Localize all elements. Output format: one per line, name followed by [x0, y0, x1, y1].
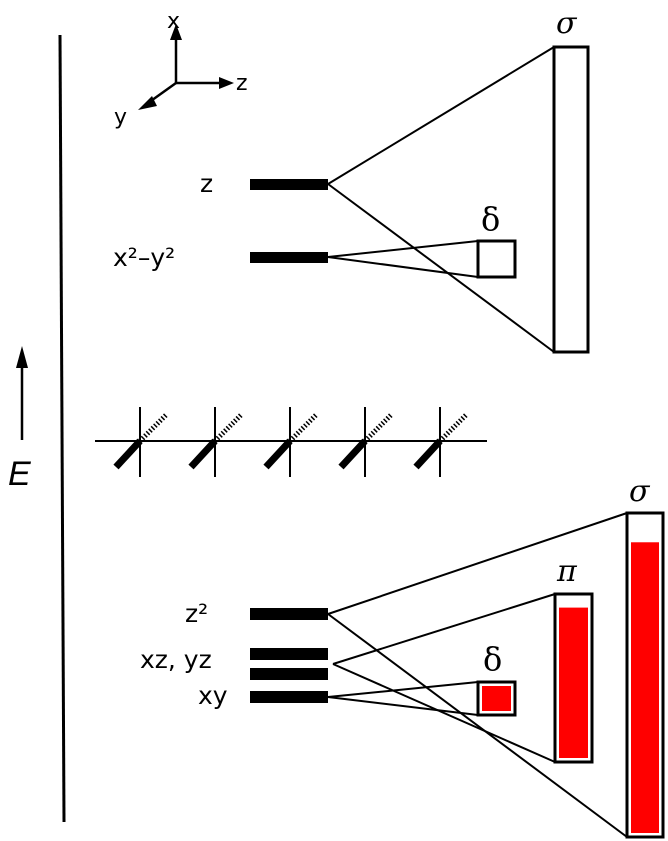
axis-label-y: y — [114, 105, 127, 130]
band-bottom-delta-fill — [482, 686, 511, 711]
orbital-level-z2 — [250, 608, 328, 620]
energy-label: E — [8, 455, 31, 493]
orbital-level-x2-y2 — [250, 252, 328, 263]
band-bottom-delta — [476, 680, 517, 717]
energy-arrow-icon — [16, 346, 28, 440]
bottom-delta-fan-lines — [327, 681, 479, 716]
band-top-sigma — [552, 45, 590, 354]
chain-atom — [413, 407, 468, 477]
orbital-level-yz — [250, 668, 328, 680]
band-bottom-sigma — [625, 511, 665, 839]
chain-atom — [338, 407, 393, 477]
orbital-level-z — [250, 179, 328, 190]
band-label-bottom-sigma: σ — [629, 474, 651, 509]
bottom-pi-fan-lines — [332, 593, 556, 763]
band-bottom-pi — [553, 592, 594, 764]
chain-atom — [113, 407, 168, 477]
band-label-bottom-delta: δ — [483, 640, 502, 678]
axis-label-x: x — [167, 9, 180, 34]
orbital-label-z2: z² — [185, 599, 208, 628]
chain-atom — [188, 407, 243, 477]
bottom-sigma-fan-lines — [327, 512, 628, 838]
chain-atom — [263, 407, 318, 477]
orbital-level-xy — [250, 691, 328, 703]
orbital-label-xy: xy — [198, 681, 228, 710]
orbital-level-xz — [250, 648, 328, 660]
coordinate-axes — [138, 24, 234, 110]
energy-axis-line — [58, 34, 66, 823]
band-label-top-delta: δ — [481, 200, 500, 238]
band-bottom-pi-fill — [559, 607, 588, 758]
top-sigma-fan-lines — [327, 46, 555, 353]
axis-label-z: z — [236, 71, 248, 96]
chain-atoms — [113, 407, 468, 477]
band-bottom-sigma-fill — [631, 542, 659, 833]
orbital-label-xz-yz: xz, yz — [140, 645, 212, 674]
band-top-delta — [476, 239, 517, 279]
orbital-label-x2-y2: x²–y² — [113, 243, 175, 272]
orbital-label-z: z — [200, 169, 213, 198]
band-label-top-sigma: σ — [556, 6, 578, 41]
top-delta-fan-lines — [327, 240, 479, 278]
band-label-bottom-pi: π — [556, 554, 578, 589]
